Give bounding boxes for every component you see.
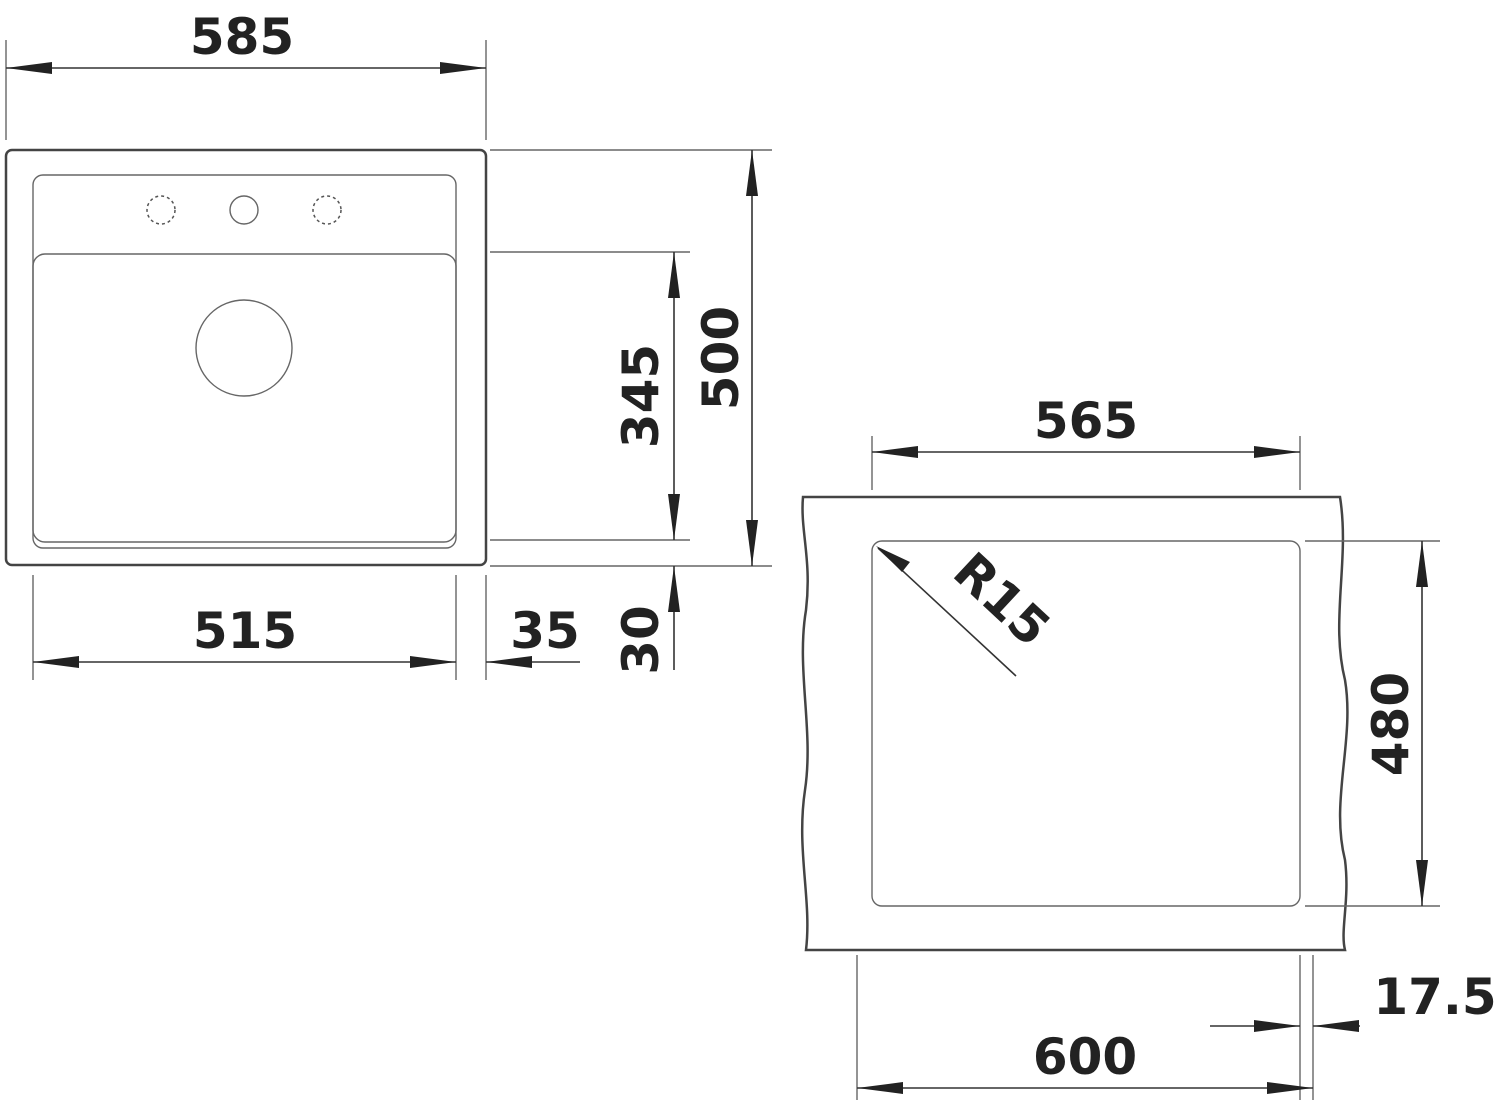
dim-label-bowl-width: 515 <box>193 602 297 660</box>
dim-label-cutout-width: 565 <box>1034 392 1138 450</box>
arrow-right <box>410 656 456 668</box>
arrow-right <box>1267 1082 1313 1094</box>
arrow-down <box>746 520 758 566</box>
cutout-view: 565 R15 480 600 17.5 <box>800 392 1497 1100</box>
dim-label-edge-offset: 17.5 <box>1373 968 1496 1026</box>
sink-top-view: 585 500 345 30 <box>4 8 772 680</box>
dim-label-front-offset: 30 <box>612 605 670 675</box>
dim-label-side-offset: 35 <box>510 602 580 660</box>
arrow-left <box>1313 1020 1359 1032</box>
arrow-left <box>872 446 918 458</box>
arrow-up <box>668 566 680 612</box>
dim-label-cutout-depth: 480 <box>1362 672 1420 776</box>
tap-hole-optional-icon <box>312 195 342 225</box>
tap-hole-optional-icon <box>146 195 176 225</box>
radius-arrow <box>876 546 910 572</box>
arrow-left <box>6 62 52 74</box>
arrow-up <box>668 252 680 298</box>
arrow-right <box>440 62 486 74</box>
dim-label-overall-depth: 500 <box>692 306 750 410</box>
cutout-outline <box>871 540 1301 907</box>
countertop-outline <box>800 495 1349 952</box>
dim-label-corner-radius: R15 <box>942 541 1061 657</box>
tap-hole-icon <box>229 195 259 225</box>
arrow-right <box>1254 446 1300 458</box>
arrow-down <box>668 494 680 540</box>
arrow-up <box>746 150 758 196</box>
sink-bowl-outline <box>32 253 457 543</box>
arrow-right <box>1254 1020 1300 1032</box>
arrow-left <box>857 1082 903 1094</box>
dim-label-bowl-depth: 345 <box>612 344 670 448</box>
arrow-left <box>486 656 532 668</box>
arrow-left <box>33 656 79 668</box>
drain-icon <box>195 299 293 397</box>
arrow-up <box>1416 541 1428 587</box>
dim-label-top-width: 585 <box>190 8 294 66</box>
sink-outer-outline <box>4 148 488 567</box>
dim-label-cabinet-width: 600 <box>1033 1028 1137 1086</box>
sink-deck-outline <box>32 174 457 549</box>
arrow-down <box>1416 860 1428 906</box>
